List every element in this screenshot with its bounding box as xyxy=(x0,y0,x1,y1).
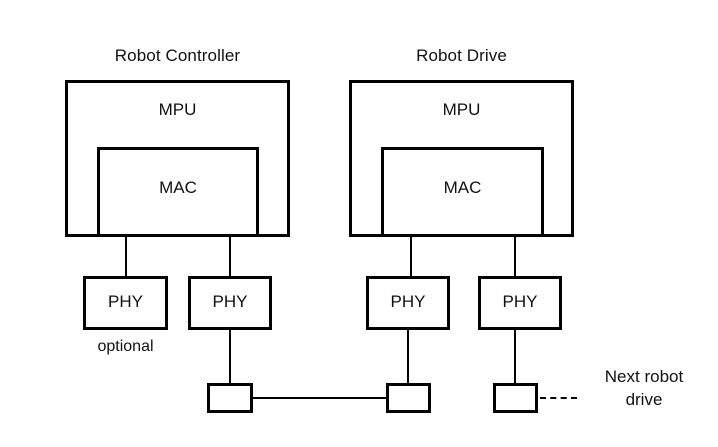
robot-drive-phy-1-box xyxy=(366,276,450,330)
link-phy2-to-connector-1 xyxy=(229,330,231,383)
robot-drive-title: Robot Drive xyxy=(416,46,507,65)
robot-controller-phy-2-label: PHY xyxy=(212,292,248,311)
robot-drive-mpu-label: MPU xyxy=(442,100,481,119)
link-controller-mpu-to-phy1 xyxy=(125,237,127,276)
link-phy3-to-connector-2 xyxy=(407,330,409,383)
robot-controller-phy-1-box xyxy=(83,276,168,330)
connector-1-box xyxy=(207,383,253,413)
robot-drive-mac-label: MAC xyxy=(443,178,482,197)
link-phy4-to-connector-3 xyxy=(514,330,516,383)
dashed-link-to-next-robot-drive xyxy=(540,397,577,399)
connector-3-box xyxy=(493,383,538,413)
next-robot-drive-annotation: Next robot drive xyxy=(578,366,710,412)
robot-controller-phy-1-optional-note: optional xyxy=(97,338,154,355)
robot-controller-mpu-label: MPU xyxy=(158,100,197,119)
robot-drive-mac-box xyxy=(381,147,544,237)
robot-controller-mac-box xyxy=(97,147,259,237)
robot-drive-phy-2-box xyxy=(478,276,562,330)
connector-2-box xyxy=(386,383,431,413)
robot-controller-title: Robot Controller xyxy=(114,46,241,65)
link-controller-mac-to-phy2 xyxy=(229,237,231,276)
next-robot-drive-line-2: drive xyxy=(625,389,663,409)
robot-drive-mpu-box xyxy=(349,80,574,237)
robot-drive-phy-1-label: PHY xyxy=(390,292,426,311)
link-drive-mac-to-phy4 xyxy=(514,237,516,276)
robot-controller-mac-label: MAC xyxy=(159,178,197,197)
robot-controller-phy-2-box xyxy=(188,276,272,330)
link-drive-mpu-to-phy3 xyxy=(410,237,412,276)
robot-drive-phy-2-label: PHY xyxy=(502,292,538,311)
robot-controller-mpu-box xyxy=(65,80,290,237)
bus-line-connector-1-to-2 xyxy=(252,397,387,399)
next-robot-drive-line-1: Next robot xyxy=(604,367,684,386)
robot-controller-phy-1-label: PHY xyxy=(108,292,143,311)
